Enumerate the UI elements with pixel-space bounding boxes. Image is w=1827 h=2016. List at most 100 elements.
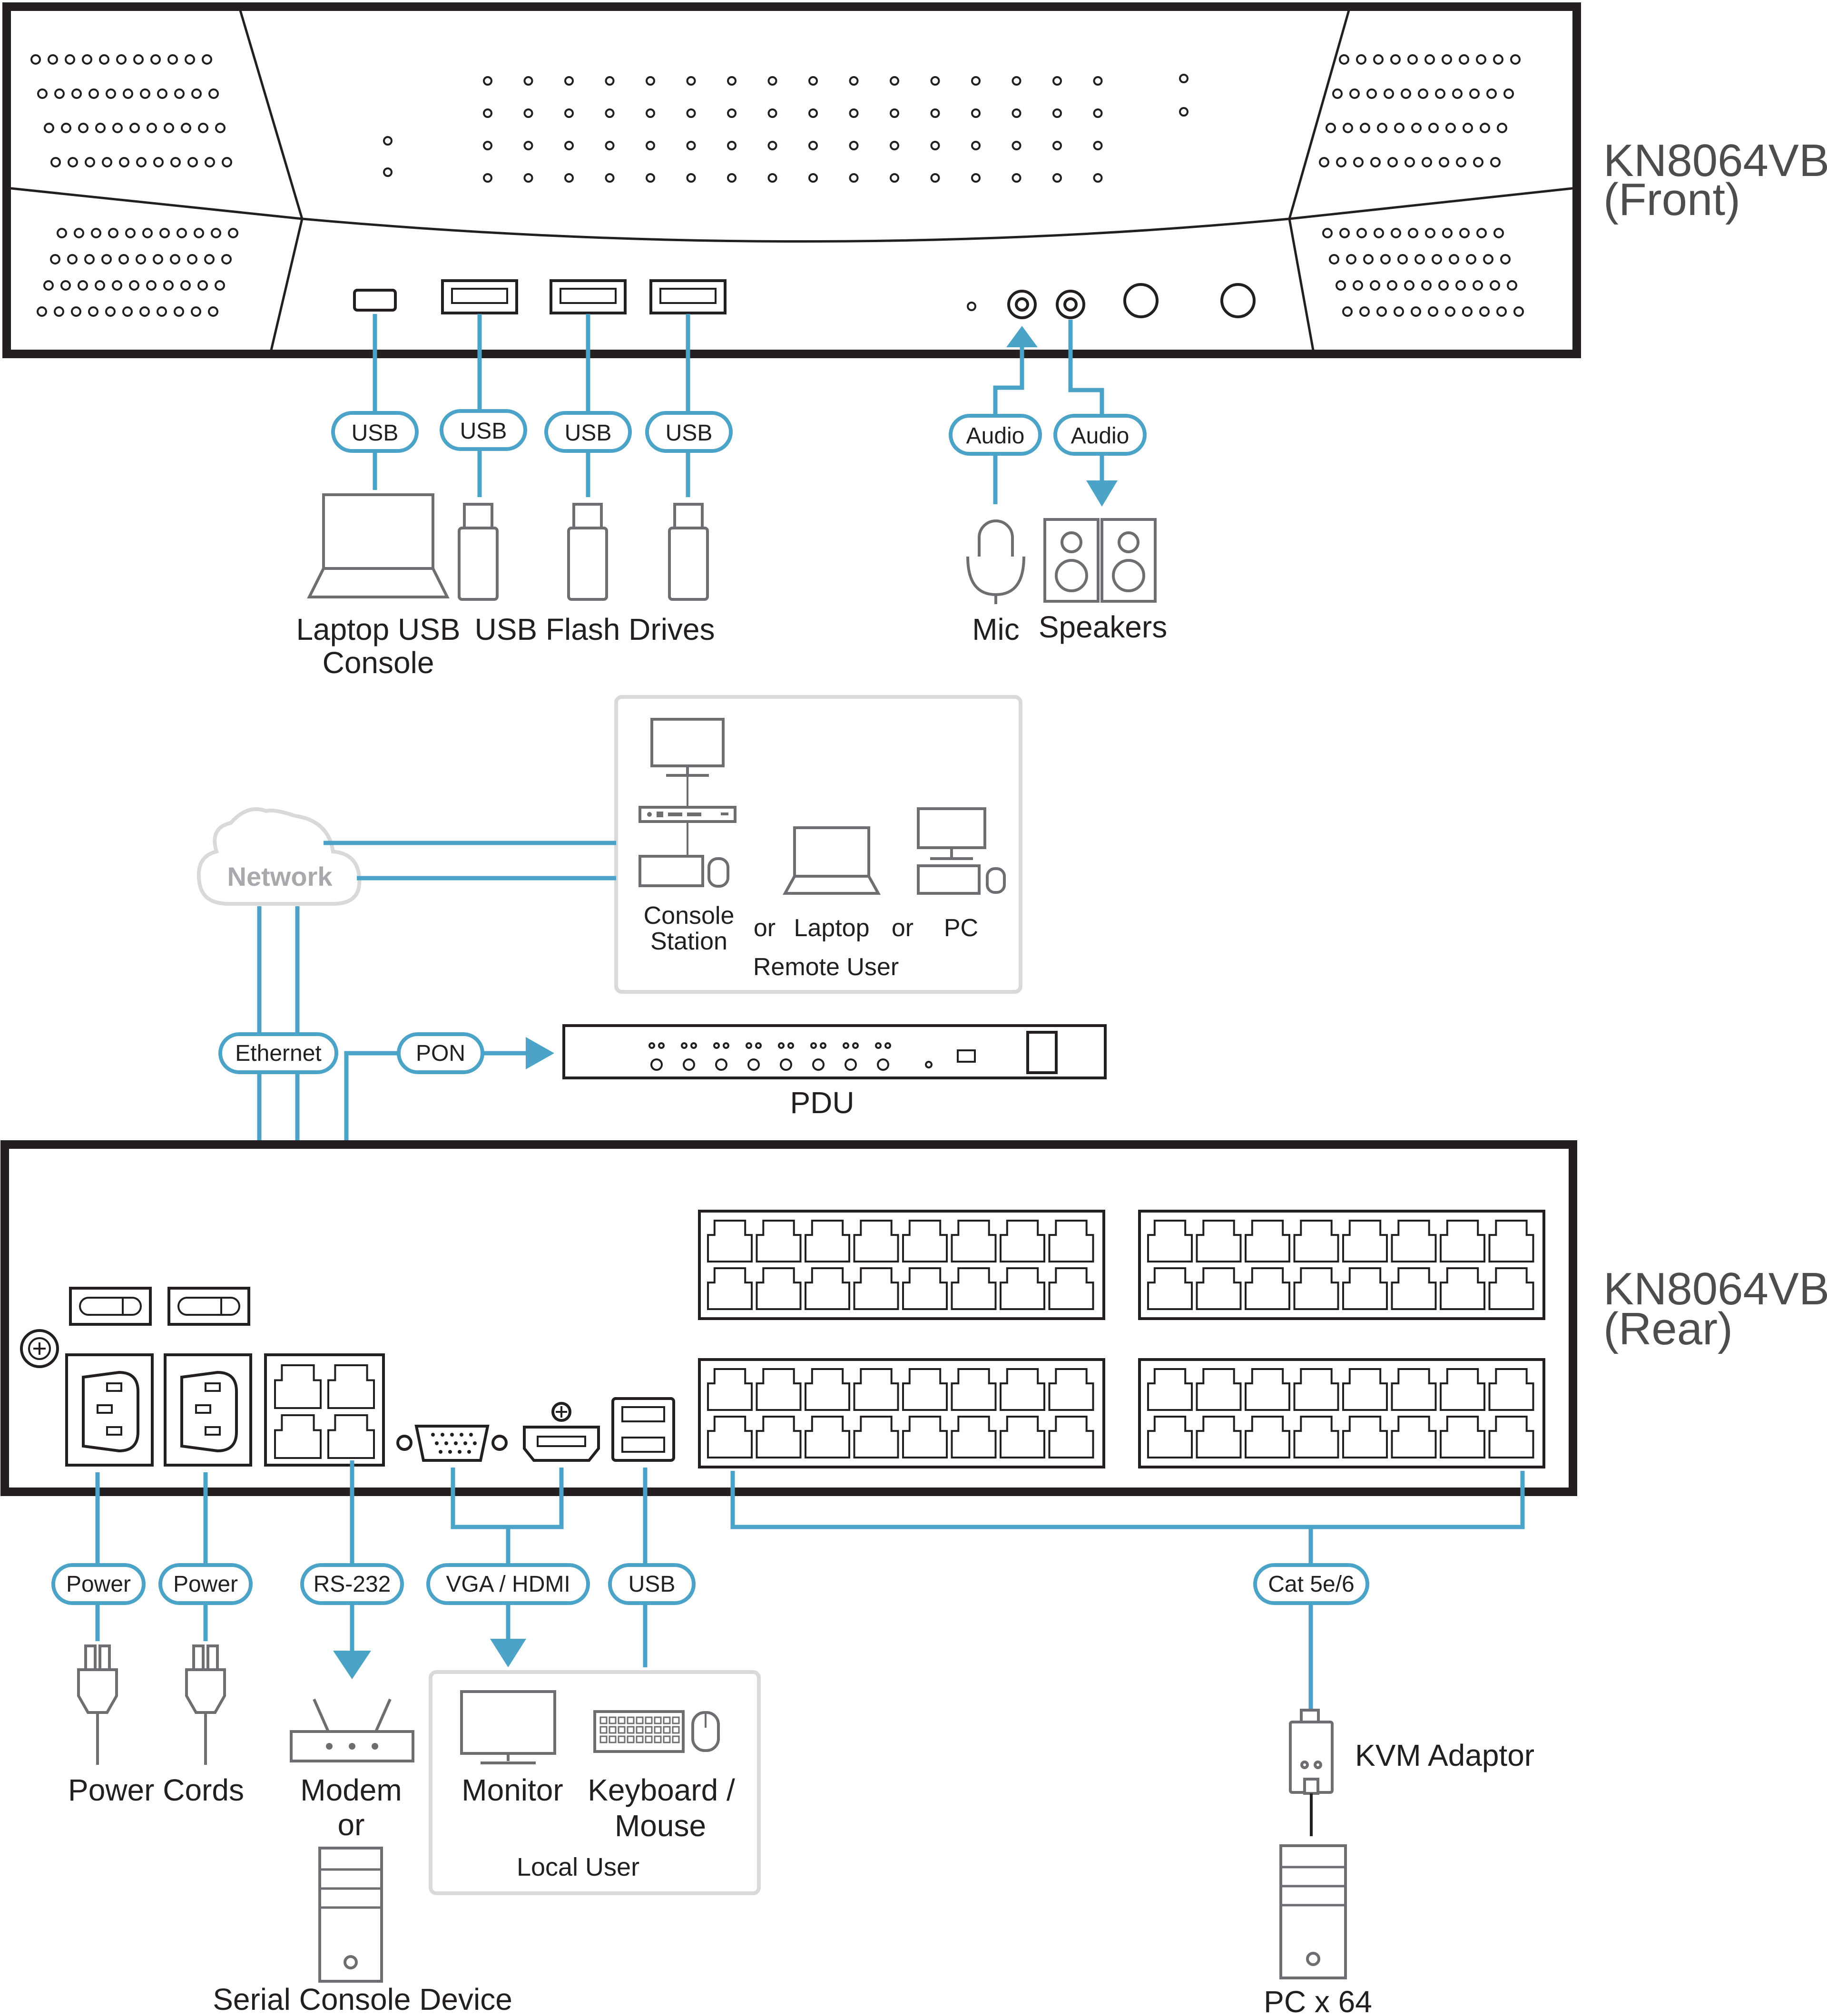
vent-hole xyxy=(74,228,84,238)
laptop-icon xyxy=(307,493,450,598)
vent-hole xyxy=(1469,88,1480,99)
vent-hole xyxy=(971,141,981,150)
kvm-port xyxy=(1196,1416,1242,1458)
pdu-outlet xyxy=(650,1058,663,1071)
pdu-outlet xyxy=(683,1058,695,1071)
kvm-port xyxy=(756,1368,802,1411)
svg-text:USB: USB xyxy=(352,421,399,446)
key xyxy=(645,1735,653,1743)
remote-user-label: Remote User xyxy=(753,953,899,981)
vent-hole xyxy=(1052,173,1062,183)
kvm-port xyxy=(853,1368,899,1411)
vent-hole xyxy=(1490,280,1500,291)
kvm-port xyxy=(1048,1267,1094,1310)
vent-hole xyxy=(85,157,95,167)
laptop-console-label-1: Laptop USB xyxy=(296,612,460,646)
vent-hole xyxy=(930,173,940,183)
kvm-port xyxy=(1196,1220,1242,1262)
svg-text:USB: USB xyxy=(629,1572,676,1597)
vent-hole xyxy=(112,123,123,133)
kvm-port xyxy=(756,1267,802,1310)
vent-hole xyxy=(808,76,818,86)
vent-hole xyxy=(1411,306,1421,317)
vent-hole xyxy=(808,141,818,150)
vent-hole xyxy=(1507,280,1517,291)
svg-text:Power: Power xyxy=(173,1572,238,1597)
kvm-port xyxy=(1000,1267,1045,1310)
vent-hole xyxy=(54,88,65,99)
vent-hole xyxy=(564,76,574,86)
key xyxy=(645,1716,653,1724)
vent-hole xyxy=(67,254,78,264)
kvm-port xyxy=(1245,1267,1290,1310)
microphone-icon xyxy=(966,519,1025,604)
pdu-outlet xyxy=(715,1058,727,1071)
vent-hole xyxy=(88,88,99,99)
usb-2-tag: USB xyxy=(544,411,632,453)
vent-hole xyxy=(187,254,197,264)
vga-pin xyxy=(444,1441,448,1445)
rear-unit xyxy=(0,1140,1577,1496)
kvm-port xyxy=(1391,1220,1437,1262)
kvm-port xyxy=(853,1416,899,1458)
vent-hole xyxy=(930,108,940,118)
kvm-port xyxy=(707,1368,753,1411)
vent-hole xyxy=(153,157,164,167)
vent-hole xyxy=(1012,173,1022,183)
key xyxy=(618,1735,626,1743)
vent-hole xyxy=(727,76,737,86)
svg-text:PON: PON xyxy=(416,1041,465,1066)
front-led xyxy=(967,302,976,311)
vent-hole xyxy=(208,88,219,99)
key xyxy=(609,1735,617,1743)
key xyxy=(627,1726,635,1734)
mic-label: Mic xyxy=(972,612,1020,646)
key xyxy=(672,1735,680,1743)
vent-hole xyxy=(191,306,201,317)
svg-text:RS-232: RS-232 xyxy=(314,1572,391,1597)
key xyxy=(645,1726,653,1734)
kvm-port xyxy=(1293,1267,1339,1310)
vent-hole xyxy=(686,141,696,150)
vent-hole xyxy=(1052,108,1062,118)
vent-hole xyxy=(140,88,150,99)
power-socket-2 xyxy=(164,1353,252,1467)
kvm-port xyxy=(1048,1368,1094,1411)
kvm-port xyxy=(707,1416,753,1458)
power-cord-icon-1 xyxy=(77,1644,118,1765)
vga-pin xyxy=(454,1441,458,1445)
usb-laptop-tag: USB xyxy=(331,411,419,453)
vent-hole xyxy=(1363,254,1374,264)
vent-hole xyxy=(1093,108,1103,118)
vent-hole xyxy=(185,54,195,65)
vent-hole xyxy=(202,54,212,65)
kvm-adaptor-icon xyxy=(1289,1709,1334,1836)
vent-hole xyxy=(123,88,133,99)
vent-hole xyxy=(174,306,184,317)
vent-hole xyxy=(564,173,574,183)
vent-hole xyxy=(99,54,109,65)
vent-hole xyxy=(1459,228,1470,238)
keyboard-mouse-label-2: Mouse xyxy=(615,1809,706,1843)
vga-pin xyxy=(439,1450,442,1454)
vent-hole xyxy=(95,280,105,291)
kvm-port xyxy=(1147,1416,1193,1458)
key xyxy=(609,1716,617,1724)
hdmi-port xyxy=(523,1402,600,1462)
kvm-port xyxy=(707,1267,753,1310)
speakers-label: Speakers xyxy=(1039,610,1167,644)
vent-hole xyxy=(1380,254,1391,264)
vent-hole xyxy=(1442,228,1453,238)
pdu-outlet-led xyxy=(778,1042,785,1049)
vent-hole xyxy=(1500,254,1511,264)
vent-hole xyxy=(1486,88,1497,99)
vent-hole xyxy=(133,54,144,65)
or-label-2: or xyxy=(892,914,914,942)
pdu-outlet-led xyxy=(875,1042,882,1049)
pdu-label: PDU xyxy=(790,1086,854,1120)
vent-hole xyxy=(1394,123,1405,133)
key xyxy=(672,1726,680,1734)
kvm-port xyxy=(1048,1416,1094,1458)
kvm-port xyxy=(1196,1368,1242,1411)
kvm-port xyxy=(1391,1368,1437,1411)
